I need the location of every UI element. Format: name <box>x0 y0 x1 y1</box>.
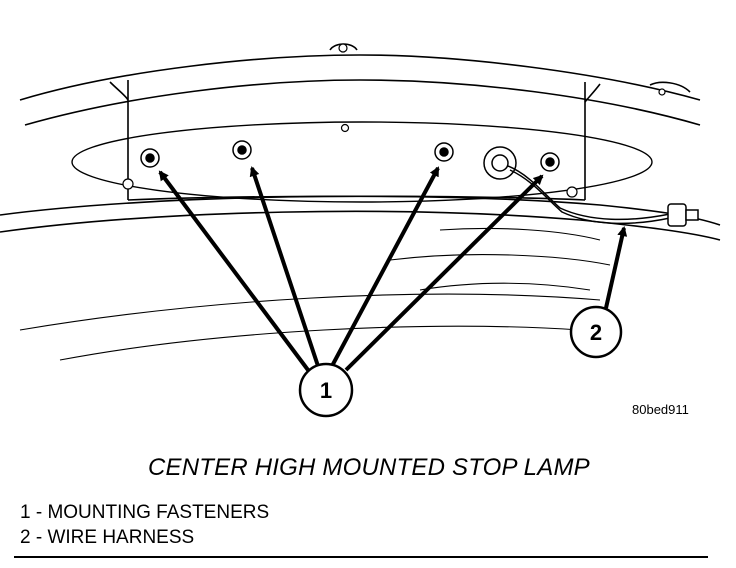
wire-grommet <box>483 146 517 180</box>
harness-connector <box>667 203 699 227</box>
callout-1-arrow-c <box>330 166 440 367</box>
mounting-fastener-4 <box>540 152 560 172</box>
callout-1-arrow-b <box>249 166 320 367</box>
wire-harness-graphic <box>507 165 671 225</box>
lamp-housing <box>71 121 653 203</box>
callout-2-arrow <box>604 226 628 309</box>
bottom-rule <box>14 556 708 558</box>
trunk-lid-outline <box>0 43 721 241</box>
callout-1-arrow-a <box>158 170 310 372</box>
callout-2-number: 2 <box>590 320 602 345</box>
legend-item-2: 2 - WIRE HARNESS <box>20 527 195 548</box>
mounting-fastener-2 <box>232 140 252 160</box>
callout-1-arrows <box>158 166 544 372</box>
body-contour-lines <box>19 227 611 361</box>
callout-2: 2 <box>569 305 623 359</box>
mounting-fastener-3 <box>434 142 454 162</box>
legend: 1 - MOUNTING FASTENERS 2 - WIRE HARNESS <box>20 500 269 550</box>
legend-item-1: 1 - MOUNTING FASTENERS <box>20 502 270 523</box>
figure-title: CENTER HIGH MOUNTED STOP LAMP <box>148 454 590 481</box>
figure-code: 80bed911 <box>632 402 689 417</box>
callout-1: 1 <box>298 362 354 418</box>
callout-1-number: 1 <box>320 378 332 403</box>
small-screw-holes <box>122 43 666 198</box>
mounting-fastener-1 <box>140 148 160 168</box>
callout-1-arrow-d <box>344 174 544 372</box>
